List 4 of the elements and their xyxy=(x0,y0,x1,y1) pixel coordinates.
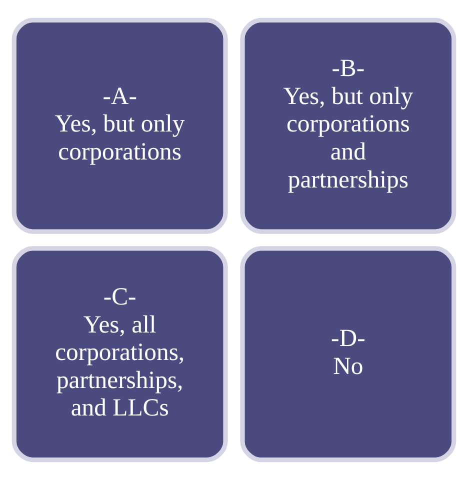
node-box: -B- Yes, but only corporations and partnerships xyxy=(240,18,456,234)
node-box: -A- Yes, but only corporations xyxy=(12,18,228,234)
node-box: -C- Yes, all corporations, partnerships, and LLCs xyxy=(12,246,228,462)
node-box: -D- No xyxy=(240,246,456,462)
